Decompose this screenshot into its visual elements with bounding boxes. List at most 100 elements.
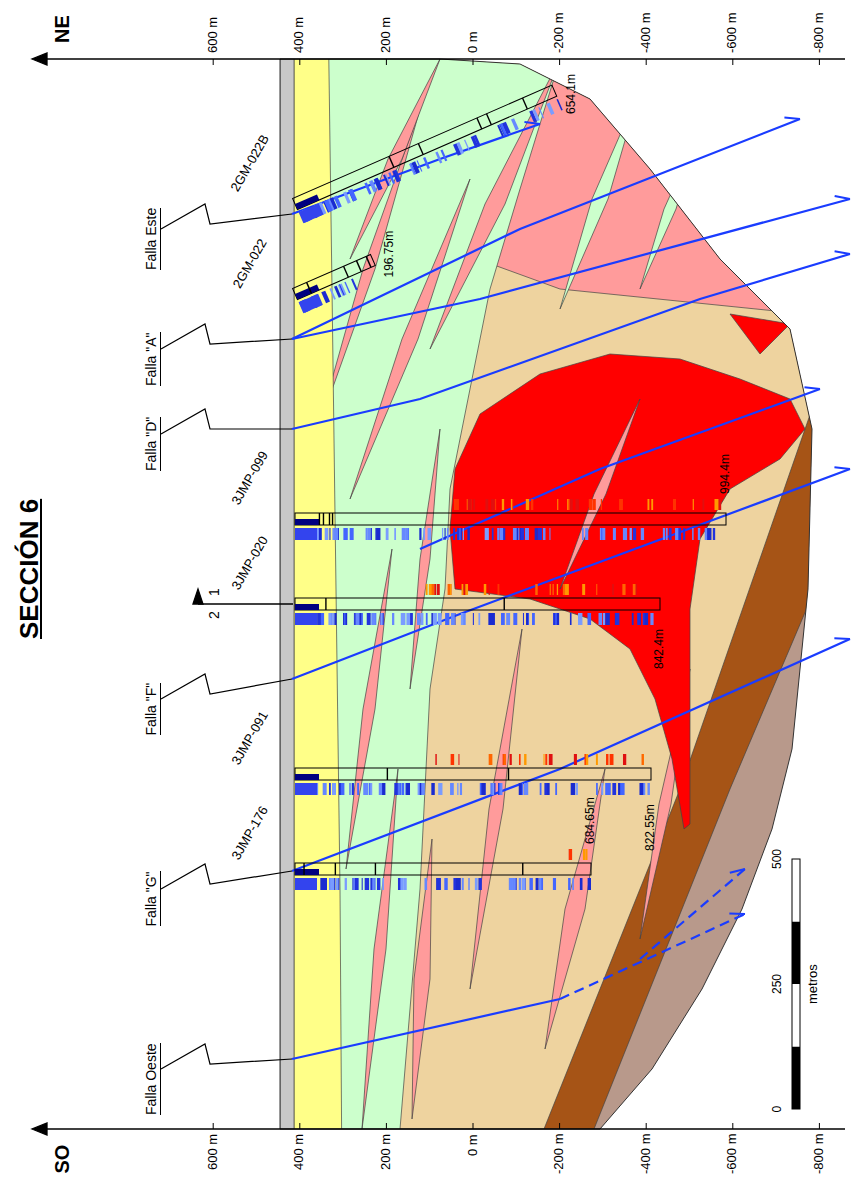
assay-tick [364,183,371,195]
drillhole-interval [418,144,423,155]
drillhole-interval [319,513,320,525]
assay-tick [485,499,488,510]
assay-tick [371,613,375,625]
assay-tick [606,754,608,765]
elevation-tick [819,1123,820,1129]
section-marker-label: 1 [206,588,222,596]
assay-tick [365,182,372,194]
assay-tick [580,878,583,890]
assay-tick [417,160,423,171]
drillhole-interval [356,261,361,272]
assay-tick [473,613,474,625]
drillhole [293,254,382,313]
scale-segment [792,1047,800,1110]
pink-lens [362,769,398,1129]
axis-arrow [32,1123,47,1135]
fault-name: Falla Este [143,208,161,270]
assay-tick [438,783,442,795]
assay-tick [692,528,694,540]
assay-tick [323,783,327,795]
assay-tick [343,192,351,204]
assay-tick [402,528,406,540]
assay-tick [377,878,380,890]
assay-tick [605,783,608,795]
assay-tick [526,499,529,510]
elevation-tick [732,59,733,65]
elevation-tick [473,1123,474,1129]
assay-tick [574,754,577,765]
assay-tick [437,584,440,595]
elevation-tick [299,1123,300,1129]
assay-tick [650,613,653,625]
assay-tick [330,878,333,890]
hole-depth: 684.65m [584,797,598,844]
assay-tick [492,528,494,540]
fault-slip-arrow [784,118,800,119]
assay-tick [632,613,634,625]
assay-tick [527,613,529,625]
section-marker-label: 2 [206,611,222,619]
assay-tick [539,878,541,890]
assay-tick [399,783,401,795]
assay-tick [341,783,345,795]
assay-tick [679,528,681,540]
assay-tick [586,754,588,765]
assay-tick [401,878,404,890]
assay-tick [503,754,505,765]
assay-tick [405,528,408,540]
fault-line [292,119,800,339]
section-title: SECCIÓN 6 [15,499,45,639]
fault-slip-arrow [729,912,745,915]
assay-tick [403,878,406,890]
assay-tick [392,613,394,625]
assay-tick [401,878,402,890]
assay-tick [643,613,647,625]
assay-tick [715,499,719,510]
assay-tick [539,528,540,540]
red-intrusive [450,354,805,829]
assay-tick [571,783,575,795]
assay-tick [398,878,402,890]
assay-tick [451,613,455,625]
elevation-tick [386,1123,387,1129]
scale-segment [792,922,800,985]
elevation-tick [732,1123,733,1129]
drillhole-interval [303,863,304,875]
assay-tick [491,613,495,625]
elevation-tick [559,59,560,65]
elevation-tick [213,59,214,65]
hole-depth: 842.4m [653,629,667,669]
assay-tick [489,754,493,765]
fault-leader [161,864,292,889]
drillhole-interval [335,863,336,875]
assay-tick [456,142,464,154]
assay-tick [355,613,359,625]
assay-tick [592,499,595,510]
assay-tick [491,499,495,510]
assay-tick [381,613,383,625]
assay-tick [448,584,450,595]
elevation-ticks [213,59,819,1129]
assay-tick [550,584,551,595]
assay-tick [361,613,363,625]
assay-tick [596,584,597,595]
assay-tick [645,613,649,625]
green-lens [560,89,640,309]
elevation-tick [646,1123,647,1129]
assay-tick [348,189,357,202]
assay-tick [578,613,581,625]
assay-tick [519,754,521,765]
assay-tick [370,878,372,890]
assay-tick [464,139,470,151]
assay-tick [499,783,500,795]
assay-tick [357,783,359,795]
assay-tick [329,288,335,300]
assay-tick [557,499,558,510]
assay-tick [647,783,649,795]
drillhole-interval [508,768,509,780]
assay-tick [637,613,640,625]
assay-tick [457,783,458,795]
